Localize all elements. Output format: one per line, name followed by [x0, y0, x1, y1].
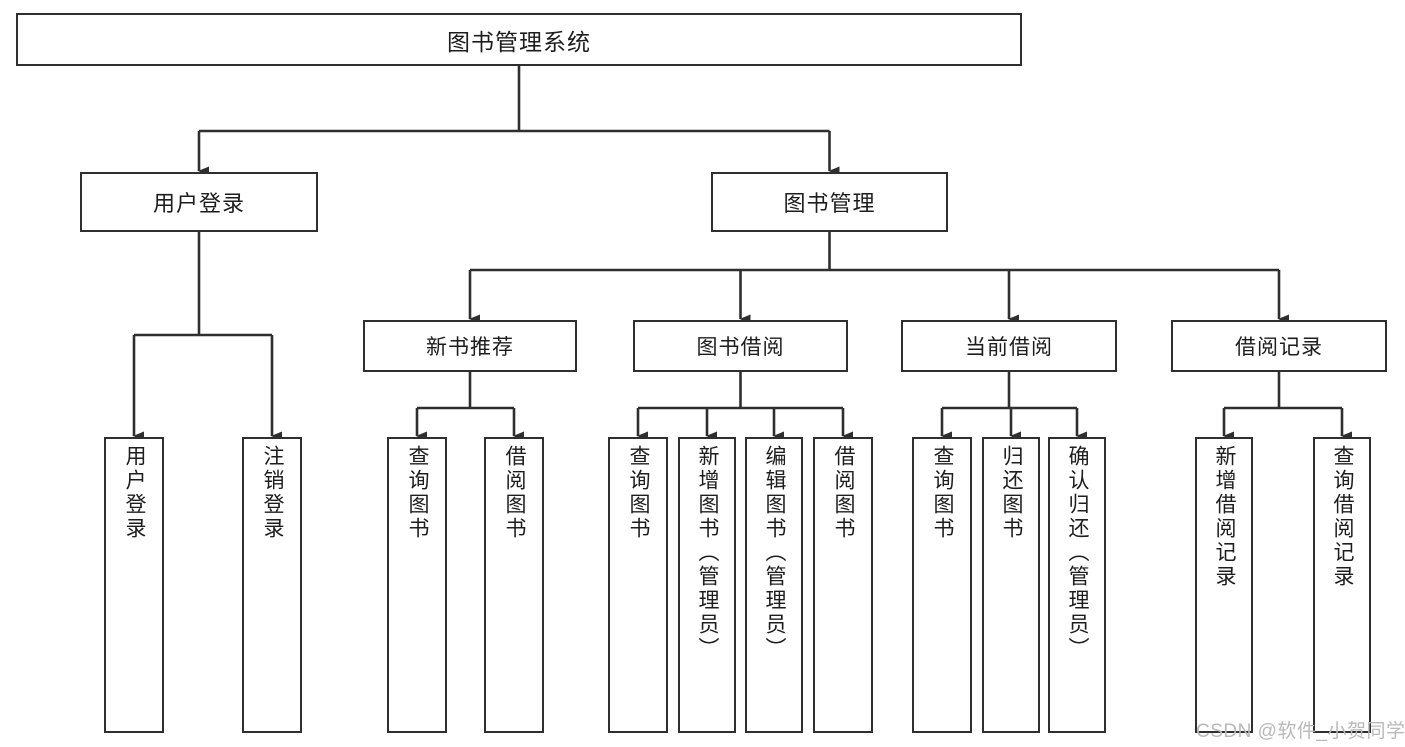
node-login[interactable]: 用户登录 [80, 172, 318, 232]
node-label: 查询图书 [627, 445, 651, 541]
wire-group [132, 66, 1352, 441]
node-leaf-6[interactable]: 新增图书（管理员） [678, 437, 736, 733]
node-label: 确认归还（管理员） [1066, 445, 1090, 661]
node-records[interactable]: 借阅记录 [1171, 320, 1387, 372]
node-leaf-9[interactable]: 查询图书 [912, 437, 972, 733]
node-label: 注销登录 [261, 445, 285, 541]
node-label: 图书管理系统 [447, 28, 591, 55]
node-leaf-4[interactable]: 借阅图书 [484, 437, 544, 733]
node-label: 查询借阅记录 [1331, 445, 1355, 589]
node-leaf-12[interactable]: 新增借阅记录 [1195, 437, 1253, 733]
node-leaf-2[interactable]: 注销登录 [242, 437, 302, 733]
node-leaf-13[interactable]: 查询借阅记录 [1313, 437, 1371, 733]
node-leaf-11[interactable]: 确认归还（管理员） [1048, 437, 1106, 733]
node-leaf-3[interactable]: 查询图书 [387, 437, 447, 733]
node-leaf-10[interactable]: 归还图书 [982, 437, 1040, 733]
node-label: 查询图书 [406, 445, 430, 541]
node-label: 归还图书 [1000, 445, 1024, 541]
node-label: 图书借阅 [696, 336, 785, 359]
node-leaf-1[interactable]: 用户登录 [104, 437, 164, 733]
watermark-label: CSDN @软件_小贺同学 [1196, 721, 1405, 742]
node-label: 新增借阅记录 [1213, 445, 1237, 589]
node-label: 借阅记录 [1235, 336, 1323, 359]
node-label: 用户登录 [123, 445, 147, 541]
node-label: 当前借阅 [965, 336, 1053, 359]
node-label: 借阅图书 [832, 445, 856, 541]
node-leaf-5[interactable]: 查询图书 [608, 437, 668, 733]
node-bookmgmt[interactable]: 图书管理 [711, 172, 948, 232]
node-label: 查询图书 [931, 445, 955, 541]
node-label: 新书推荐 [426, 336, 514, 359]
node-label: 图书管理 [783, 191, 876, 216]
node-leaf-7[interactable]: 编辑图书（管理员） [745, 437, 803, 733]
node-label: 新增图书（管理员） [696, 445, 720, 661]
node-borrow[interactable]: 图书借阅 [633, 320, 848, 372]
node-label: 用户登录 [152, 191, 245, 216]
node-current[interactable]: 当前借阅 [901, 320, 1117, 372]
node-label: 编辑图书（管理员） [763, 445, 787, 661]
node-root[interactable]: 图书管理系统 [16, 13, 1022, 66]
node-leaf-8[interactable]: 借阅图书 [813, 437, 873, 733]
node-newbook[interactable]: 新书推荐 [363, 320, 577, 372]
node-label: 借阅图书 [503, 445, 527, 541]
